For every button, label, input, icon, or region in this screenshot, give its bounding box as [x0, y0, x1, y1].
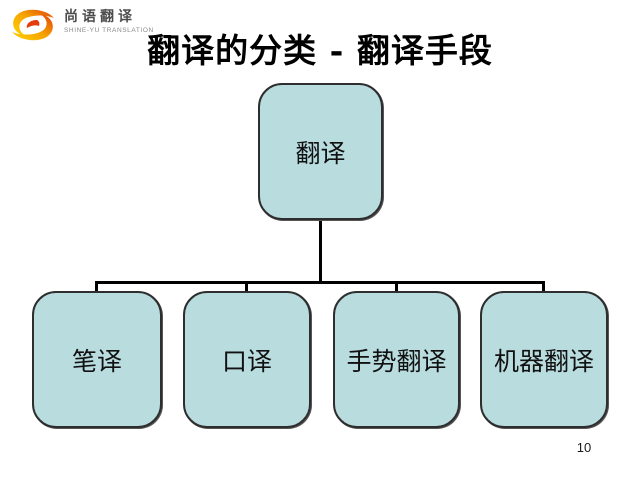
- connector-stub-4: [542, 281, 545, 293]
- connector-stub-2: [245, 281, 248, 293]
- node-written-translation: 笔译: [32, 291, 162, 428]
- logo: 尚语翻译 SHINE-YU TRANSLATION: [8, 7, 154, 43]
- node-label: 口译: [221, 346, 272, 376]
- node-label: 笔译: [71, 346, 122, 376]
- node-interpretation: 口译: [183, 291, 311, 428]
- logo-brand-en: SHINE-YU TRANSLATION: [64, 27, 154, 35]
- node-label: 翻译: [295, 138, 346, 168]
- connector-root-drop: [319, 220, 322, 283]
- connector-stub-1: [95, 281, 98, 293]
- page-number: 10: [576, 440, 592, 455]
- node-label: 机器翻译: [493, 346, 594, 376]
- node-translation-root: 翻译: [258, 83, 383, 220]
- node-sign-language-translation: 手势翻译: [333, 291, 460, 428]
- slide-title: 翻译的分类 - 翻译手段: [147, 31, 493, 70]
- connector-stub-3: [395, 281, 398, 293]
- node-label: 手势翻译: [346, 346, 447, 376]
- connector-rail: [95, 281, 545, 284]
- logo-brand-cn: 尚语翻译: [64, 9, 136, 25]
- logo-text: 尚语翻译 SHINE-YU TRANSLATION: [64, 9, 154, 35]
- node-machine-translation: 机器翻译: [480, 291, 608, 428]
- logo-swirl-icon: [12, 9, 54, 41]
